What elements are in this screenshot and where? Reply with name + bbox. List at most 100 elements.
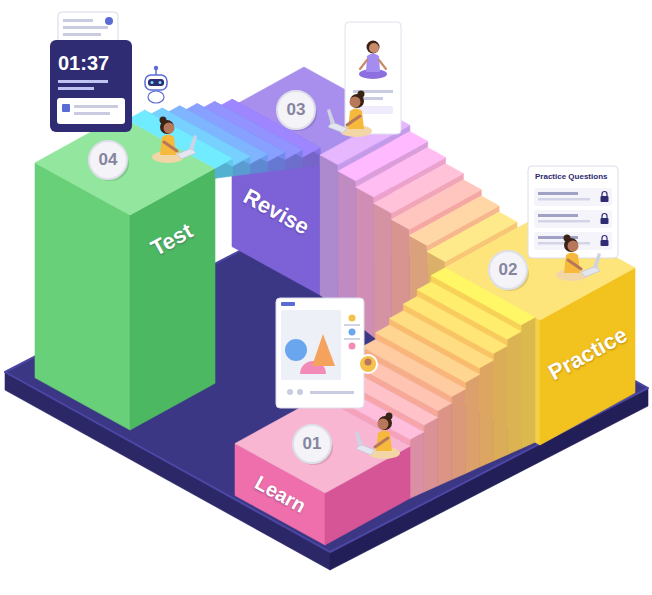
stair-side bbox=[320, 155, 338, 309]
scene bbox=[5, 67, 648, 570]
step-block: 04Test bbox=[35, 116, 215, 430]
text-line bbox=[538, 198, 590, 201]
robot-eye bbox=[159, 81, 162, 84]
shape-cone bbox=[312, 334, 335, 366]
figure-body bbox=[366, 54, 380, 73]
stair-side bbox=[521, 317, 535, 448]
lesson-card bbox=[345, 22, 401, 134]
card-heading: Practice Questions bbox=[535, 172, 607, 181]
laptop-screen bbox=[327, 109, 335, 125]
block-solid bbox=[235, 397, 410, 545]
robot-visor bbox=[148, 79, 164, 86]
text-line bbox=[344, 324, 360, 326]
student-arm bbox=[347, 116, 360, 125]
text-line bbox=[538, 192, 578, 195]
lock-body bbox=[601, 240, 609, 246]
student-figure bbox=[556, 235, 601, 282]
number-disc bbox=[293, 425, 331, 463]
shape-sphere bbox=[285, 339, 307, 361]
video-card bbox=[276, 298, 364, 408]
timer-card bbox=[50, 40, 132, 132]
lock-shackle bbox=[602, 236, 607, 240]
robot-body bbox=[148, 91, 164, 103]
stair-side bbox=[452, 389, 466, 480]
laptop-screen bbox=[189, 135, 197, 151]
lock-shackle bbox=[602, 192, 607, 197]
avatar bbox=[359, 355, 377, 373]
avatar-dot bbox=[105, 17, 113, 25]
figure-arms bbox=[360, 60, 386, 69]
text-line bbox=[538, 242, 590, 245]
video-frame bbox=[281, 310, 341, 380]
robot-head bbox=[145, 75, 167, 90]
step-label: Test bbox=[147, 218, 197, 261]
step-number: 04 bbox=[99, 150, 118, 170]
step-label: Revise bbox=[239, 184, 313, 240]
number-disc bbox=[277, 91, 315, 129]
student-arm bbox=[375, 438, 388, 447]
step-number: 03 bbox=[287, 100, 306, 120]
question-card bbox=[528, 166, 618, 258]
step-number: 01 bbox=[303, 434, 322, 454]
stair-side bbox=[438, 403, 452, 486]
number-disc bbox=[89, 141, 127, 179]
stair-side bbox=[466, 375, 480, 474]
student-shirt bbox=[160, 135, 176, 156]
bridge-stairs bbox=[127, 99, 320, 178]
figure-face bbox=[369, 43, 379, 53]
student-hair bbox=[564, 235, 571, 242]
stair-side bbox=[507, 332, 521, 455]
text-line bbox=[63, 33, 101, 36]
student-arm bbox=[568, 260, 581, 269]
robot-antenna-tip bbox=[154, 66, 158, 70]
step-number: 02 bbox=[499, 260, 518, 280]
student-face bbox=[568, 241, 579, 252]
progress-bar bbox=[310, 391, 354, 394]
text-line bbox=[344, 338, 360, 340]
stair-side bbox=[424, 418, 438, 492]
laptop-screen bbox=[355, 431, 363, 447]
student-arm bbox=[164, 142, 177, 151]
question-box bbox=[57, 98, 125, 124]
text-line bbox=[74, 112, 110, 115]
chat-dot bbox=[349, 329, 356, 336]
student-shirt bbox=[376, 431, 392, 452]
question-row bbox=[534, 210, 612, 228]
figure-hair bbox=[367, 41, 380, 54]
stair-tread bbox=[127, 110, 233, 168]
student-shirt bbox=[348, 109, 364, 130]
decorations bbox=[50, 12, 618, 465]
avatar-face bbox=[365, 359, 372, 366]
stair-side bbox=[493, 346, 507, 461]
step-block: 02Practice bbox=[445, 216, 635, 446]
student-hair bbox=[358, 91, 365, 98]
stair-side bbox=[410, 432, 424, 498]
student-face bbox=[350, 97, 361, 108]
robot-eye bbox=[151, 81, 154, 84]
icon-square bbox=[62, 104, 70, 112]
chat-dot bbox=[349, 315, 356, 322]
student-hair bbox=[386, 413, 393, 420]
logo-bar bbox=[281, 302, 295, 306]
step-block: 01Learn bbox=[235, 397, 410, 545]
lock-body bbox=[601, 218, 609, 224]
block-solid bbox=[35, 116, 215, 430]
control-dot bbox=[287, 389, 293, 395]
laptop-screen bbox=[593, 253, 601, 269]
student-face bbox=[378, 419, 389, 430]
student-figure bbox=[327, 91, 372, 138]
chat-dot bbox=[349, 343, 356, 350]
lock-body bbox=[601, 196, 609, 202]
student-shirt bbox=[564, 253, 580, 274]
stair-side bbox=[479, 360, 493, 467]
step-label: Practice bbox=[544, 322, 631, 385]
student-hair bbox=[160, 117, 167, 124]
lock-shackle bbox=[602, 214, 607, 219]
student-figure bbox=[355, 413, 400, 460]
text-line bbox=[63, 26, 108, 29]
text-line bbox=[63, 19, 93, 22]
text-line bbox=[58, 80, 108, 83]
